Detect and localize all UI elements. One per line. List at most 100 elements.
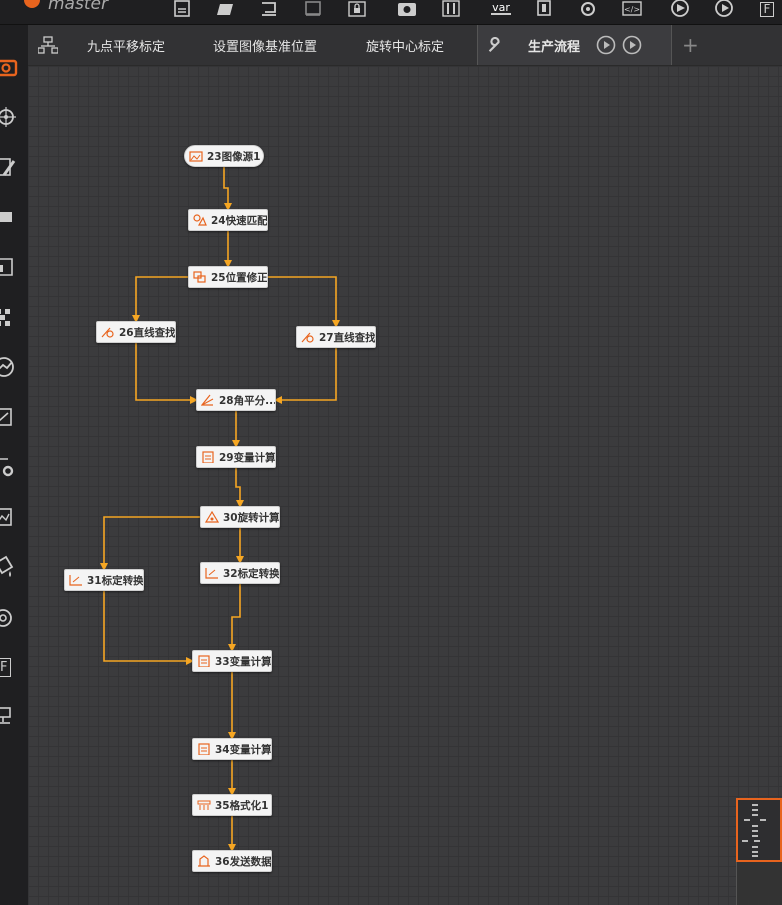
minimap-preview <box>742 804 766 857</box>
sidebar-item-network[interactable] <box>0 701 26 733</box>
flow-node-calib-transform-1[interactable]: 31标定转换1 <box>64 569 144 591</box>
function-icon[interactable]: F <box>756 0 778 18</box>
flow-node-angle-bisector[interactable]: 28角平分... <box>196 389 276 411</box>
flow-node-label: 32标定转换2 <box>223 567 280 580</box>
logo-icon <box>24 0 40 8</box>
calib-transform-icon <box>205 568 218 579</box>
flow-node-format[interactable]: 35格式化1 <box>192 794 272 816</box>
line-find-icon <box>301 332 314 343</box>
process-tab-bar: 九点平移标定 设置图像基准位置 旋转中心标定 生产流程 + <box>28 25 782 66</box>
code-icon[interactable]: </> <box>621 0 643 18</box>
sidebar-item-chart[interactable] <box>0 351 26 383</box>
sidebar-item-grid[interactable] <box>0 301 26 333</box>
flow-node-calib-transform-2[interactable]: 32标定转换2 <box>200 562 280 584</box>
tab-production-process-label: 生产流程 <box>528 39 581 55</box>
paint-icon <box>0 555 14 577</box>
flow-node-variable-calc-2[interactable]: 33变量计算2 <box>192 650 272 672</box>
flow-node-label: 28角平分... <box>219 394 276 407</box>
flow-node-label: 29变量计算1 <box>219 451 276 464</box>
minimap-viewport <box>736 862 782 905</box>
run-once-icon[interactable] <box>669 0 691 18</box>
sidebar-item-crop[interactable] <box>0 251 26 283</box>
flow-node-label: 24快速匹配1 <box>211 214 268 227</box>
sidebar-item-statistics[interactable] <box>0 401 26 433</box>
calculator-icon <box>198 655 210 667</box>
flow-node-label: 30旋转计算1 <box>223 511 280 524</box>
line-find-icon <box>101 327 114 338</box>
lock-icon[interactable] <box>346 0 368 18</box>
sidebar-item-paint[interactable] <box>0 551 26 583</box>
format-icon <box>197 800 211 810</box>
tab-nine-point-calibration[interactable]: 九点平移标定 <box>87 39 166 55</box>
flow-node-image-source[interactable]: 23图像源1 <box>184 145 264 167</box>
flow-node-label: 25位置修正1 <box>211 271 268 284</box>
minimap[interactable] <box>736 798 782 862</box>
settings-sliders-icon[interactable] <box>440 0 462 18</box>
sidebar-item-locate[interactable] <box>0 101 26 133</box>
top-toolbar: master var </> F <box>0 0 782 25</box>
grid-icon <box>0 309 10 326</box>
app-logo-text: master <box>48 0 108 14</box>
angle-bisector-icon <box>201 394 214 406</box>
sidebar-item-rotate[interactable] <box>0 601 26 633</box>
sidebar-item-image[interactable] <box>0 501 26 533</box>
save-icon[interactable] <box>171 0 193 18</box>
rotation-calc-icon <box>205 511 219 523</box>
redo-icon[interactable] <box>302 0 324 18</box>
send-data-icon <box>198 855 210 867</box>
rotate-icon <box>0 609 12 627</box>
calculator-icon <box>202 451 214 463</box>
calibrate-icon <box>0 158 16 176</box>
variable-icon[interactable]: var <box>488 0 514 18</box>
tab-production-process[interactable]: 生产流程 <box>477 25 672 65</box>
flow-node-send-data[interactable]: 36发送数据1 <box>192 850 272 872</box>
open-folder-icon[interactable] <box>214 0 236 18</box>
locate-icon <box>0 107 16 127</box>
sidebar-item-function[interactable]: F <box>0 651 26 683</box>
run-loop-icon[interactable] <box>713 0 735 18</box>
run-once-icon[interactable] <box>596 35 616 55</box>
flow-node-variable-calc-1[interactable]: 29变量计算1 <box>196 446 276 468</box>
add-tab-button[interactable]: + <box>682 33 699 57</box>
chart-icon <box>0 357 14 377</box>
sidebar-item-measure[interactable] <box>0 201 26 233</box>
image-icon <box>0 508 12 526</box>
flow-node-rotation-calc[interactable]: 30旋转计算1 <box>200 506 280 528</box>
flow-node-label: 23图像源1 <box>207 150 261 163</box>
measure-icon <box>0 212 12 222</box>
refresh-icon[interactable] <box>577 0 599 18</box>
flow-node-line-find-1[interactable]: 26直线查找1 <box>96 321 176 343</box>
run-loop-icon[interactable] <box>622 35 642 55</box>
device-icon[interactable] <box>533 0 555 18</box>
function-label: F <box>759 1 775 17</box>
function-icon: F <box>0 657 12 677</box>
flow-node-label: 26直线查找1 <box>119 326 176 339</box>
camera-icon[interactable] <box>396 0 418 18</box>
settings-icon <box>0 458 14 477</box>
flow-node-label: 31标定转换1 <box>87 574 144 587</box>
left-sidebar: F <box>0 25 28 905</box>
process-tree-icon[interactable] <box>38 25 62 65</box>
flow-node-label: 33变量计算2 <box>215 655 272 668</box>
svg-text:</>: </> <box>624 5 640 14</box>
image-source-icon <box>189 151 203 162</box>
flow-node-position-correct[interactable]: 25位置修正1 <box>188 266 268 288</box>
network-icon <box>0 707 11 724</box>
tab-set-image-reference[interactable]: 设置图像基准位置 <box>213 39 318 55</box>
sidebar-item-settings[interactable] <box>0 451 26 483</box>
undo-icon[interactable] <box>258 0 280 18</box>
variable-label: var <box>491 1 511 15</box>
flow-node-label: 35格式化1 <box>215 799 269 812</box>
tab-rotation-center-calibration[interactable]: 旋转中心标定 <box>366 39 445 55</box>
flow-canvas[interactable] <box>28 66 782 905</box>
sidebar-item-camera[interactable] <box>0 51 26 83</box>
wrench-icon[interactable] <box>486 37 502 53</box>
flow-node-fast-match[interactable]: 24快速匹配1 <box>188 209 268 231</box>
sidebar-item-calibrate[interactable] <box>0 151 26 183</box>
calib-transform-icon <box>69 575 82 586</box>
fast-match-icon <box>193 214 207 226</box>
